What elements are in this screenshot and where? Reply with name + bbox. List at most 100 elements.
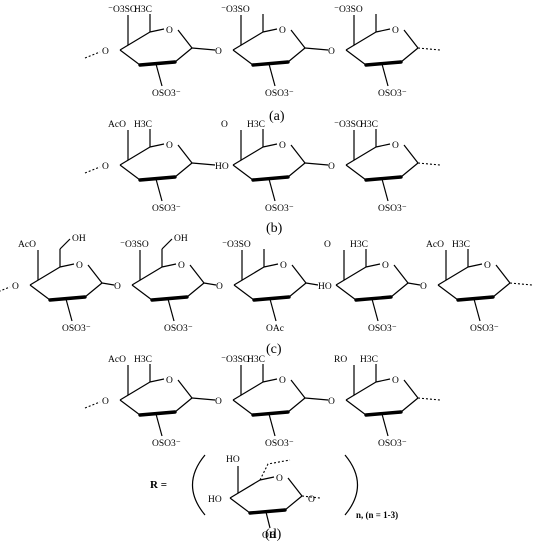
c6-group: H3C [350,240,368,250]
chain-end-dash [417,162,441,166]
ring-bold-edge [150,295,189,302]
c6-group: H3C [134,355,152,365]
ring-bold-edge [138,60,177,67]
c2-bond [473,298,481,322]
ring-bond [161,263,177,268]
chain-start-dash [84,166,101,174]
ring-bond [229,479,261,499]
caption-b: (b) [266,221,283,236]
ring-bond [149,28,165,33]
ring-bold-edge [248,508,287,515]
ring-oxygen: O [392,141,399,151]
substituent-bottom: OSO3⁻ [265,204,294,214]
ring-bond [189,264,205,284]
ring-bond [335,266,367,286]
substituent-bottom: OSO3⁻ [470,324,499,334]
c2-bond [268,413,276,437]
ring-bond [232,31,264,51]
glycosidic-bond [304,47,329,51]
c2-bond [381,413,389,437]
c2-bond [167,298,175,322]
glycosidic-bond [191,397,216,401]
substituent-left: O [114,282,121,292]
substituent-bottom: OSO3⁻ [152,439,181,449]
c6-group: OH [174,234,188,244]
chain-start-dash [0,286,11,292]
ring-oxygen: O [276,474,283,484]
c6-group: H3C [360,120,378,130]
ring-oxygen: O [392,26,399,36]
anomeric-oxygen: O [308,495,315,505]
c2-bond [265,511,271,529]
substituent-top: AcO [108,120,126,130]
glycosidic-bond [191,47,216,51]
ring-oxygen: O [166,26,173,36]
substituent-left: O [102,162,109,172]
glycosidic-bond [304,162,329,166]
substituent-left: O [328,397,335,407]
ring-bold-edge [364,175,403,182]
r-substituent-bottom: OH [262,531,276,541]
c2-bond [381,63,389,87]
ring-bond [291,264,307,284]
glycosidic-bond [407,282,421,286]
repeat-count-label: n, (n = 1-3) [356,510,398,520]
substituent-top: ⁻O3SO [108,5,137,15]
ring-bond [119,381,151,401]
ring-bond [290,379,306,399]
glycosidic-bond [305,282,319,286]
ring-bond [59,263,75,268]
ring-oxygen: O [279,141,286,151]
substituent-top: AcO [18,240,36,250]
substituent-bottom: OAc [266,324,284,334]
substituent-bottom: OSO3⁻ [368,324,397,334]
substituent-bottom: OSO3⁻ [378,439,407,449]
substituent-left: O [102,397,109,407]
ring-bold-edge [138,175,177,182]
substituent-left: HO [215,162,229,172]
c2-bond [155,178,163,202]
chain-end-dash [509,282,533,286]
ring-oxygen: O [280,261,287,271]
substituent-top: ⁻O3SO [334,5,363,15]
ring-bond [149,378,165,383]
sugar-unit-3-2: O RO H3C OSO3⁻ O [328,355,419,449]
c6-group: H3C [247,120,265,130]
ring-oxygen: O [484,261,491,271]
ring-oxygen: O [166,141,173,151]
ring-bold-edge [251,60,290,67]
ring-bond [232,381,264,401]
substituent-bottom: OSO3⁻ [378,89,407,99]
ring-bond [259,476,275,481]
chain-start-dash [84,51,101,59]
ring-oxygen: O [392,376,399,386]
ring-bond [375,378,391,383]
ring-oxygen: O [76,261,83,271]
substituent-top: RO [334,355,347,365]
ring-bond [345,31,377,51]
substituent-bottom: OSO3⁻ [164,324,193,334]
caption-a: (a) [269,109,285,124]
ring-oxygen: O [166,376,173,386]
ring-bond [262,28,278,33]
ring-bond [263,263,279,268]
c6-link-dash [259,459,291,481]
c2-bond [269,298,277,322]
c6-group: H3C [360,355,378,365]
substituent-top: AcO [426,240,444,250]
ring-bond [290,29,306,49]
ring-bond [290,144,306,164]
substituent-top: ⁻O3SO [221,355,250,365]
ring-bond [131,266,163,286]
substituent-left: O [216,282,223,292]
substituent-left: O [215,397,222,407]
substituent-left: O [12,282,19,292]
